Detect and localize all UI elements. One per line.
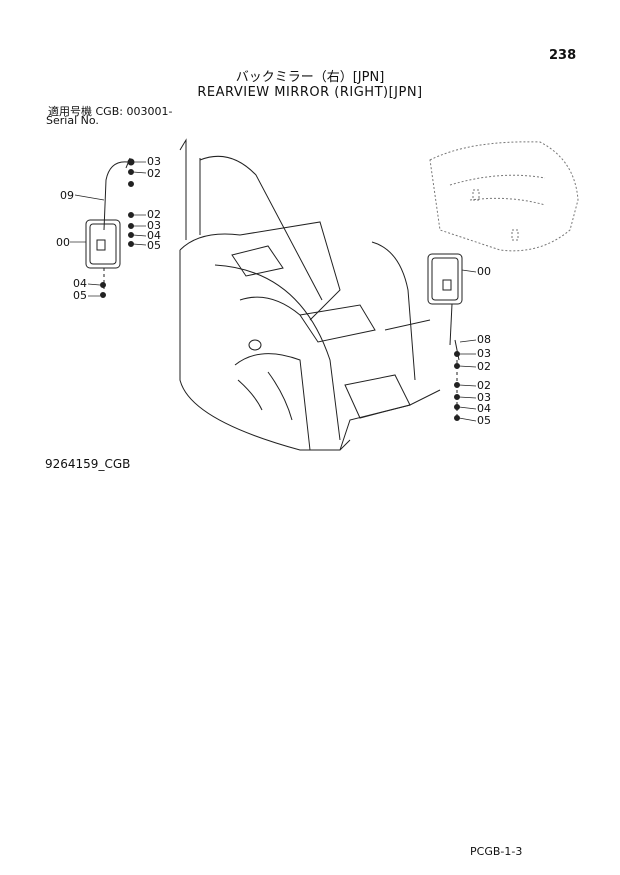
figure-id: 9264159_CGB (45, 457, 131, 471)
serial-label-en: Serial No. (46, 114, 99, 127)
title-japanese: バックミラー（右）[JPN] (235, 70, 385, 85)
callout-label: 04 (73, 277, 87, 290)
left-mirror-assembly (85, 157, 135, 298)
callout-label: 05 (477, 414, 491, 427)
callout-label: 02 (477, 360, 491, 373)
serial-model: CGB: (95, 105, 123, 118)
callout-label: 08 (477, 333, 491, 346)
machine-body-outline (179, 138, 441, 451)
callout-label: 00 (56, 236, 70, 249)
callout-label: 03 (477, 347, 491, 360)
location-inset (429, 141, 579, 252)
callout-label: 02 (147, 208, 161, 221)
callout-label: 00 (477, 265, 491, 278)
leader-lines (70, 161, 477, 422)
right-mirror-assembly (427, 253, 463, 421)
page-number: 238 (549, 48, 577, 63)
callout-label: 04 (477, 402, 491, 415)
callout-label: 05 (73, 289, 87, 302)
callout-label: 09 (60, 189, 74, 202)
serial-number: 003001- (126, 105, 173, 118)
serial-row: 適用号機 CGB: 003001- (48, 103, 172, 119)
serial-label-jp: 適用号機 (48, 105, 92, 118)
callout-label: 03 (147, 155, 161, 168)
callout-label: 03 (147, 219, 161, 232)
title-english: REARVIEW MIRROR (RIGHT)[JPN] (197, 85, 423, 100)
callout-label: 04 (147, 229, 161, 242)
callout-label: 02 (147, 167, 161, 180)
callout-label: 05 (147, 239, 161, 252)
callout-label: 03 (477, 391, 491, 404)
callout-label: 02 (477, 379, 491, 392)
catalog-code: PCGB-1-3 (470, 845, 523, 858)
